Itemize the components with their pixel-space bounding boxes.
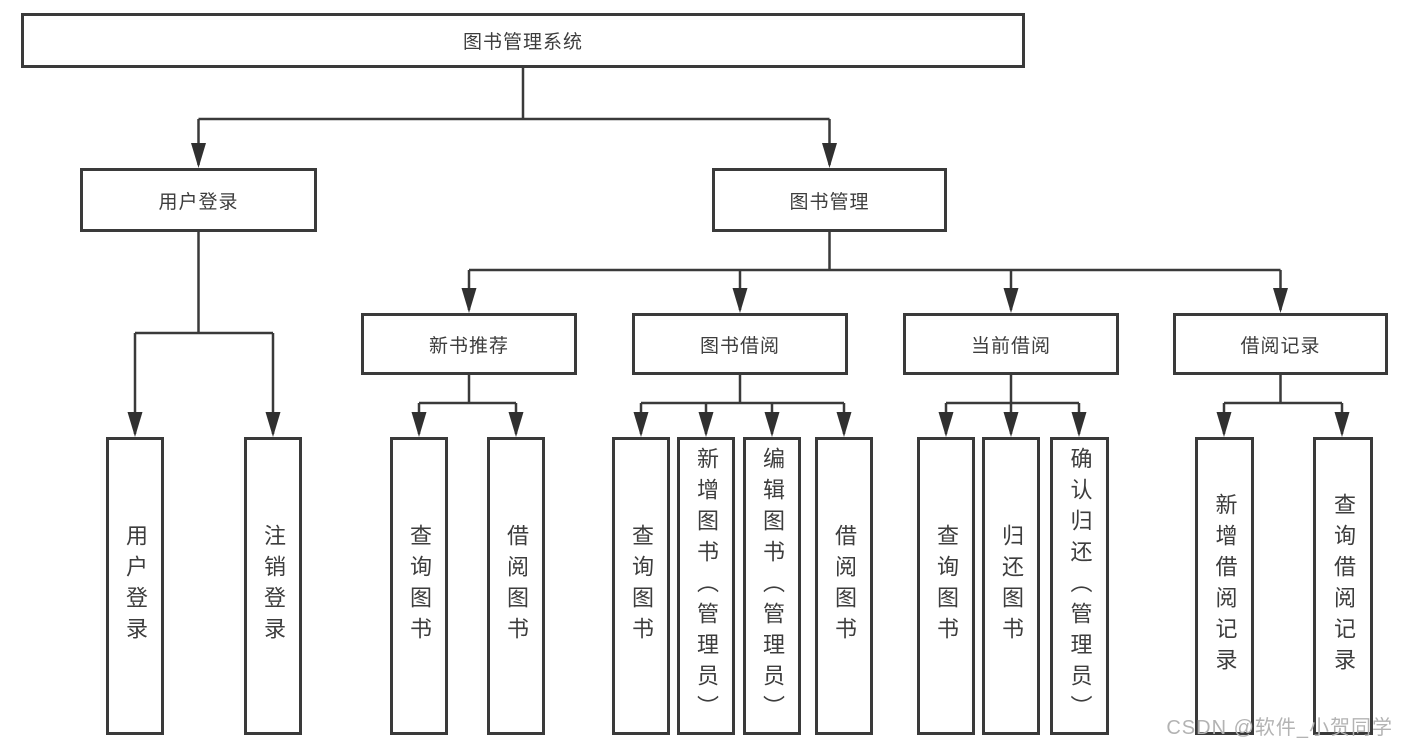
node-book-management-label: 图书管理 xyxy=(789,191,870,213)
node-edit-books-admin-label: 编辑图书（管理员） xyxy=(760,446,785,726)
arrow-icon xyxy=(822,143,837,168)
node-return-books: 归还图书 xyxy=(982,437,1040,735)
node-root: 图书管理系统 xyxy=(21,13,1025,68)
node-query-books-current: 查询图书 xyxy=(917,437,975,735)
node-query-books-borrow: 查询图书 xyxy=(612,437,670,735)
arrow-icon xyxy=(461,288,477,313)
arrow-icon xyxy=(1216,412,1232,437)
node-logout-leaf: 注销登录 xyxy=(244,437,302,735)
node-user-login: 用户登录 xyxy=(80,168,317,232)
connector-userlogin-to-leaves xyxy=(133,232,275,434)
arrow-icon xyxy=(1071,412,1087,437)
node-borrow-books-leaf: 借阅图书 xyxy=(815,437,873,735)
node-borrow-records-label: 借阅记录 xyxy=(1240,335,1321,357)
node-current-borrow-label: 当前借阅 xyxy=(970,335,1051,357)
arrow-icon xyxy=(508,412,524,437)
arrow-icon xyxy=(764,412,780,437)
connector-records-to-leaves xyxy=(1222,375,1344,434)
node-login-leaf-label: 用户登录 xyxy=(123,524,148,648)
arrow-icon xyxy=(633,412,649,437)
node-root-label: 图书管理系统 xyxy=(462,32,583,53)
arrow-icon xyxy=(411,412,427,437)
node-add-borrow-record-label: 新增借阅记录 xyxy=(1212,493,1238,679)
connector-bookmgmt-to-level3 xyxy=(467,232,1282,310)
node-add-borrow-record: 新增借阅记录 xyxy=(1195,437,1254,735)
node-add-books-admin-label: 新增图书（管理员） xyxy=(694,446,719,726)
arrow-icon xyxy=(1273,288,1288,313)
arrow-icon xyxy=(1334,412,1350,437)
node-query-books-borrow-label: 查询图书 xyxy=(629,524,654,648)
node-new-book-recommend-label: 新书推荐 xyxy=(428,335,509,357)
node-add-books-admin: 新增图书（管理员） xyxy=(677,437,735,735)
node-borrow-records: 借阅记录 xyxy=(1173,313,1388,375)
node-query-books-recommend-label: 查询图书 xyxy=(407,524,432,648)
connector-root-to-level2 xyxy=(197,68,831,165)
node-borrow-books-recommend: 借阅图书 xyxy=(487,437,545,735)
node-logout-leaf-label: 注销登录 xyxy=(261,524,286,648)
arrow-icon xyxy=(1003,288,1019,313)
node-query-borrow-record-label: 查询借阅记录 xyxy=(1331,493,1356,679)
arrow-icon xyxy=(698,412,714,437)
node-query-books-recommend: 查询图书 xyxy=(390,437,448,735)
node-borrow-books-recommend-label: 借阅图书 xyxy=(504,524,529,648)
node-user-login-label: 用户登录 xyxy=(158,191,239,213)
csdn-watermark: CSDN @软件_小贺同学 xyxy=(1166,717,1393,739)
arrow-icon xyxy=(127,412,143,437)
arrow-icon xyxy=(938,412,954,437)
node-query-books-current-label: 查询图书 xyxy=(934,524,959,648)
connector-borrow-to-leaves xyxy=(639,375,846,434)
arrow-icon xyxy=(1003,412,1019,437)
node-current-borrow: 当前借阅 xyxy=(903,313,1119,375)
node-query-borrow-record: 查询借阅记录 xyxy=(1313,437,1373,735)
node-book-borrow-label: 图书借阅 xyxy=(699,335,780,357)
arrow-icon xyxy=(191,143,206,168)
arrow-icon xyxy=(732,288,748,313)
node-login-leaf: 用户登录 xyxy=(106,437,164,735)
node-confirm-return-admin: 确认归还（管理员） xyxy=(1050,437,1109,735)
node-return-books-label: 归还图书 xyxy=(999,524,1024,648)
node-book-borrow: 图书借阅 xyxy=(632,313,848,375)
node-edit-books-admin: 编辑图书（管理员） xyxy=(743,437,801,735)
node-borrow-books-leaf-label: 借阅图书 xyxy=(832,524,857,648)
node-new-book-recommend: 新书推荐 xyxy=(361,313,577,375)
connector-recommend-to-leaves xyxy=(417,375,518,434)
arrow-icon xyxy=(265,412,281,437)
connector-current-to-leaves xyxy=(944,375,1081,434)
arrow-icon xyxy=(836,412,852,437)
node-confirm-return-admin-label: 确认归还（管理员） xyxy=(1067,446,1093,726)
node-book-management: 图书管理 xyxy=(712,168,947,232)
